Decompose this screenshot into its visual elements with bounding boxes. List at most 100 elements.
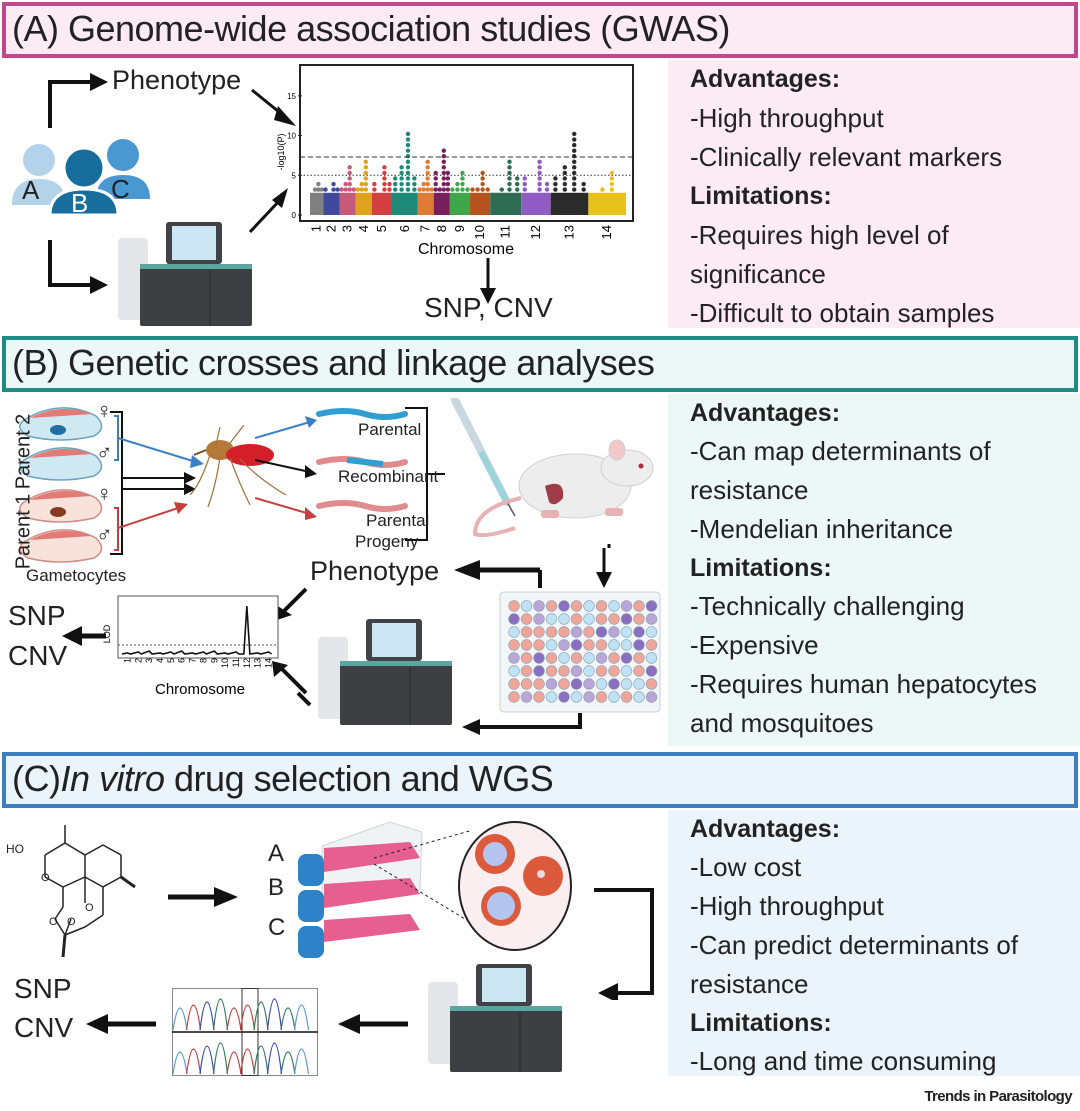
lod-xtick-label: 8 <box>198 658 208 663</box>
arrow-left-icon <box>338 1014 408 1034</box>
gwas-point <box>355 187 360 192</box>
female-symbol: ♀ <box>96 481 113 506</box>
gwas-point <box>572 159 577 164</box>
gwas-point <box>460 181 465 187</box>
gwas-point <box>480 181 485 187</box>
gwas-point <box>399 187 404 192</box>
gwas-point <box>347 170 352 176</box>
gwas-point <box>412 181 417 187</box>
gwas-point <box>609 181 615 187</box>
plate-well <box>620 652 633 664</box>
gwas-xtick-label: 9 <box>452 225 467 232</box>
gwas-point <box>339 187 344 192</box>
plate-well <box>570 600 583 612</box>
plate-well <box>645 626 658 638</box>
plate-well <box>583 626 595 638</box>
section-a-output-label: SNP, CNV <box>424 292 553 323</box>
svg-text:O: O <box>41 872 50 884</box>
section-a-header: (A) Genome-wide association studies (GWA… <box>2 2 1078 58</box>
section-b-arrows <box>272 587 582 735</box>
flask-label-c: C <box>268 914 286 941</box>
gwas-point <box>405 181 411 187</box>
chromatogram-peak <box>266 998 283 1031</box>
gwas-point <box>562 187 568 192</box>
plate-well <box>608 600 620 612</box>
section-c-output-cnv: CNV <box>14 1012 74 1043</box>
gwas-point <box>537 165 542 170</box>
lod-xtick-label: 10 <box>220 658 230 668</box>
gwas-point <box>382 176 387 181</box>
section-b-phenotype-label: Phenotype <box>310 556 440 586</box>
plate-well <box>533 626 545 638</box>
gwas-point <box>399 176 404 181</box>
gwas-point <box>480 170 485 176</box>
chromatogram-peak <box>212 998 229 1031</box>
limitation-item: -Technically challenging <box>690 591 965 621</box>
people-icon <box>12 139 150 215</box>
section-b-output-snp: SNP <box>8 600 66 631</box>
chromatogram-peak <box>253 1045 269 1075</box>
male-symbol: ♂ <box>96 440 113 465</box>
gwas-point <box>600 187 605 192</box>
svg-text:O: O <box>85 902 94 914</box>
advantage-item: resistance <box>690 969 809 999</box>
svg-text:O: O <box>49 916 58 928</box>
plate-well <box>620 626 633 638</box>
lod-xtick-label: 3 <box>144 658 154 663</box>
gametocytes-illustration <box>19 407 204 563</box>
gwas-ytick-label: 10 <box>287 132 296 141</box>
mouse-icon <box>472 439 654 538</box>
gwas-point <box>515 181 520 187</box>
chromatogram-peak <box>172 1007 188 1031</box>
advantage-item: resistance <box>690 475 809 505</box>
gwas-point <box>399 181 404 187</box>
plate-well <box>595 613 608 625</box>
advantage-item: -Clinically relevant markers <box>690 142 1003 172</box>
gwas-point <box>544 181 550 187</box>
gwas-point <box>382 181 387 187</box>
plate-well <box>608 665 620 677</box>
gwas-point <box>515 187 520 192</box>
gwas-point <box>382 187 387 192</box>
plate-well <box>583 639 595 651</box>
gwas-point <box>382 165 387 170</box>
gwas-point <box>363 176 369 181</box>
advantages-heading: Advantages: <box>690 399 841 427</box>
gwas-point <box>425 187 430 192</box>
gwas-point <box>351 187 356 192</box>
progeny-label: Progeny <box>355 532 419 551</box>
gwas-point <box>347 165 352 170</box>
gwas-point <box>460 170 465 176</box>
plate-well <box>633 678 645 690</box>
arrow-left-icon <box>454 548 612 588</box>
plate-well <box>645 691 658 703</box>
gwas-point <box>553 187 558 192</box>
section-b-title: (B) Genetic crosses and linkage analyses <box>12 342 655 383</box>
gwas-point <box>412 187 417 192</box>
section-b-summary-panel: Advantages: -Can map determinants of res… <box>668 394 1080 746</box>
gwas-point <box>537 176 542 181</box>
gwas-point <box>562 181 568 187</box>
plate-well <box>533 613 545 625</box>
section-c-title-rest: drug selection and WGS <box>164 758 554 799</box>
well-plate-icon <box>499 591 661 713</box>
progeny-illustration <box>255 407 445 541</box>
limitation-item: and mosquitoes <box>690 708 874 738</box>
gwas-point <box>405 165 411 170</box>
gwas-point <box>425 165 430 170</box>
arrow-to-sequencer <box>594 888 654 1000</box>
culture-flasks-icon <box>298 821 470 958</box>
gwas-point <box>441 148 446 153</box>
arrow-right-icon <box>90 73 108 91</box>
gwas-point <box>522 181 528 187</box>
gwas-point <box>433 181 438 187</box>
plate-well <box>620 613 633 625</box>
lod-xtick-label: 9 <box>209 658 219 663</box>
gwas-point <box>405 131 411 137</box>
plate-well <box>508 600 520 612</box>
gwas-point <box>405 170 411 176</box>
plate-well <box>570 639 583 651</box>
chromatogram-peak <box>212 1042 229 1075</box>
plate-well <box>545 665 558 677</box>
